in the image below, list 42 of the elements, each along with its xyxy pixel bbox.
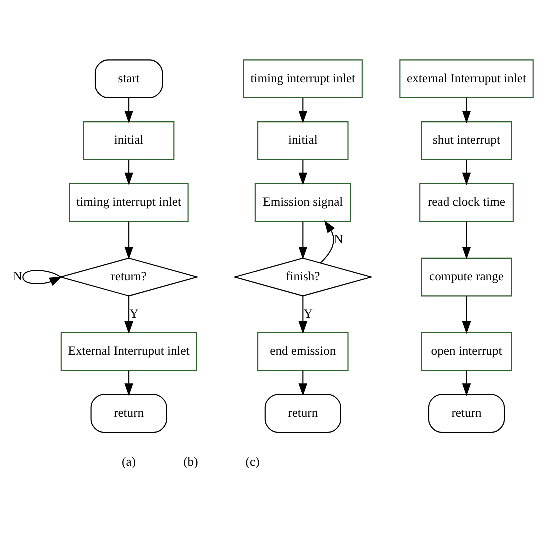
node-box: return [264, 394, 342, 433]
arrow [298, 159, 308, 185]
node-box: timing interrupt inlet [69, 182, 189, 222]
node-diamond: return? [58, 257, 200, 296]
arrow [462, 370, 472, 396]
node-box: External Interruput inlet [60, 332, 198, 371]
node-box: external Interruput inlet [400, 59, 534, 98]
node-box: Emission signal [254, 182, 352, 222]
node-diamond: finish? [233, 257, 374, 296]
node-box: shut interrupt [421, 121, 512, 160]
node-box: open interrupt [421, 332, 512, 371]
node-box: return [428, 394, 506, 433]
arrow [298, 296, 308, 334]
arrow [22, 270, 62, 286]
arrow [462, 221, 472, 260]
arrow [320, 220, 336, 263]
node-box: initial [258, 121, 349, 160]
node-box: timing interrupt inlet [243, 59, 363, 98]
arrow [124, 159, 134, 185]
node-box: initial [83, 121, 175, 160]
label: (c) [246, 454, 260, 469]
arrow [462, 159, 472, 185]
node-box: read clock time [420, 182, 514, 222]
arrow [124, 296, 134, 334]
arrow [124, 98, 134, 124]
edge-label: N [13, 269, 22, 284]
node-box: return [90, 394, 168, 433]
edge-label: Y [304, 306, 313, 320]
edge-label: Y [130, 306, 139, 320]
arrow [462, 296, 472, 334]
node-box: compute range [421, 257, 512, 296]
arrow [124, 370, 134, 396]
node-box: start [94, 59, 164, 98]
label: (a) [122, 454, 136, 469]
arrow [124, 221, 134, 260]
arrow [298, 221, 308, 260]
arrow [462, 98, 472, 124]
arrow [298, 98, 308, 124]
edge-label: N [334, 232, 344, 246]
node-box: end emission [258, 332, 349, 371]
label: (b) [184, 454, 198, 469]
arrow [298, 370, 308, 396]
